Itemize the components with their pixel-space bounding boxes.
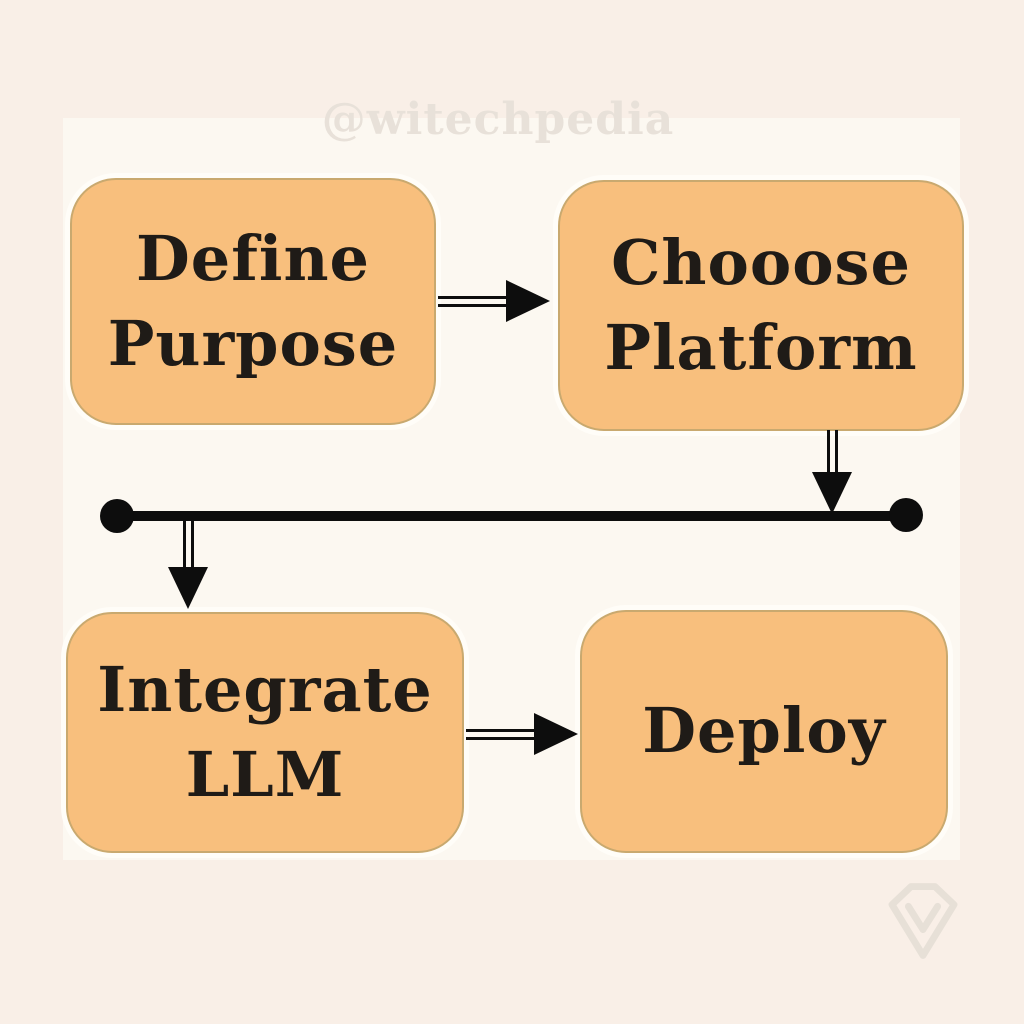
node-integrate-llm: Integrate LLM	[66, 612, 464, 853]
node-label-line: Define	[136, 222, 370, 296]
arrowhead-right-icon	[506, 280, 550, 322]
node-define-purpose: Define Purpose	[70, 178, 436, 425]
arrow-integrate-to-deploy	[466, 713, 578, 755]
node-deploy: Deploy	[580, 610, 948, 853]
arrow-choose-to-bus	[812, 430, 852, 514]
arrow-shaft	[438, 295, 506, 307]
connector-endpoint-dot-right	[889, 498, 923, 532]
arrow-shaft	[826, 430, 838, 472]
connector-bus-bar	[117, 511, 907, 521]
node-choose-platform: Chooose Platform	[558, 180, 964, 431]
node-label-line: Platform	[604, 310, 918, 384]
arrow-define-to-choose	[438, 280, 550, 322]
arrowhead-down-icon	[812, 472, 852, 514]
arrowhead-down-icon	[168, 567, 208, 609]
witechpedia-gem-logo-icon	[888, 883, 958, 959]
arrow-shaft	[466, 728, 534, 740]
watermark-handle: @witechpedia	[321, 94, 675, 145]
connector-endpoint-dot-left	[100, 499, 134, 533]
node-label-line: Deploy	[642, 694, 886, 768]
node-label-line: Chooose	[611, 226, 911, 300]
node-label-line: Integrate	[97, 653, 433, 727]
node-label-line: LLM	[185, 737, 345, 811]
node-label-line: Purpose	[107, 306, 399, 380]
arrow-shaft	[182, 521, 194, 567]
arrowhead-right-icon	[534, 713, 578, 755]
arrow-bus-to-integrate	[168, 521, 208, 609]
